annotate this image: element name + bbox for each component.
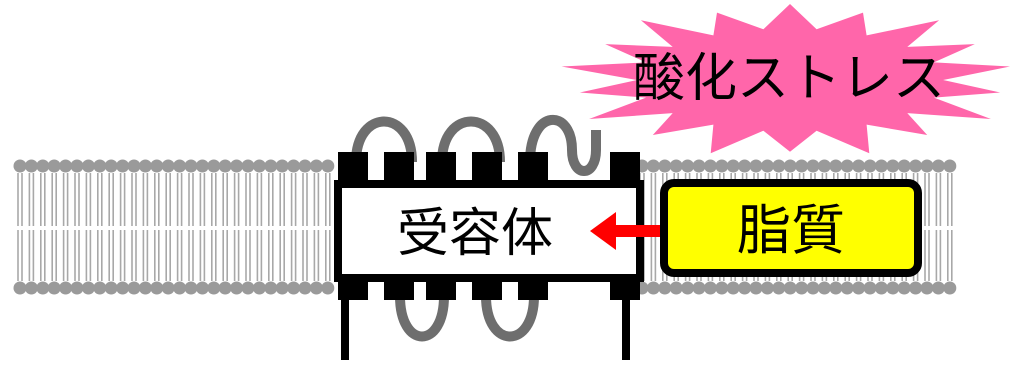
receptor-bottom-loop-1 [395,295,449,342]
lipid-label: 脂質 [737,199,845,262]
lipid-box [660,179,922,277]
receptor-bottom-loop-2 [481,295,539,342]
oxidative-stress: 酸化ストレス [561,4,1010,154]
receptor-top-loop-3 [525,115,601,176]
membrane-left-bilayer [13,159,335,295]
receptor-top-loop-2 [437,116,505,163]
receptor-loops [351,115,601,342]
lipid: 脂質 [660,179,922,277]
receptor-top-loop-1 [351,116,417,163]
receptor-label: 受容体 [397,204,553,264]
receptor-legs [341,296,630,360]
receptor-top-teeth [338,152,640,192]
starburst-icon [561,4,1010,154]
receptor: 受容体 [334,152,644,360]
stress-label: 酸化ストレス [633,49,945,109]
